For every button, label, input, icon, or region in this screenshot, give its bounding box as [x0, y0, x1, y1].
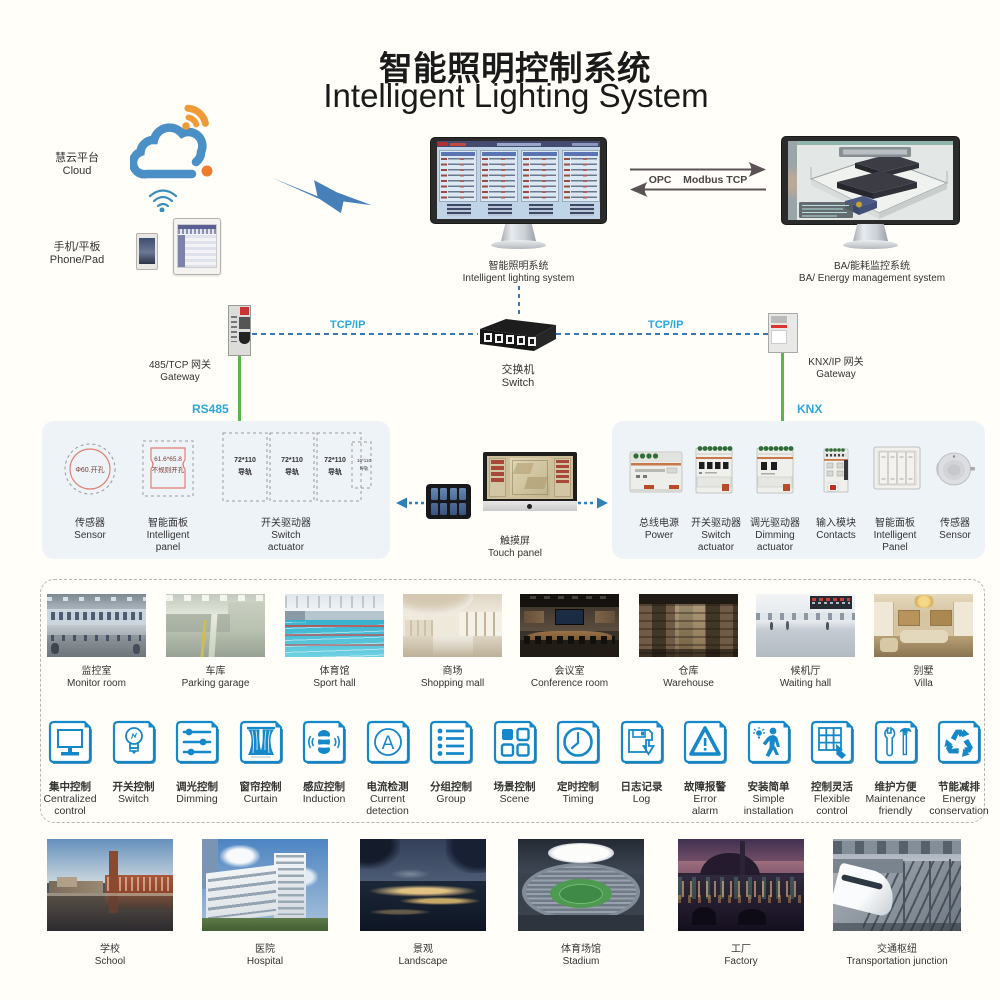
svg-text:72*110: 72*110	[281, 457, 303, 464]
svg-text:61.6*65.8: 61.6*65.8	[154, 456, 182, 463]
svg-text:导轨: 导轨	[328, 467, 342, 476]
svg-text:72*110: 72*110	[324, 457, 346, 464]
svg-text:导轨: 导轨	[238, 467, 252, 476]
svg-text:A: A	[381, 733, 394, 754]
svg-text:导轨: 导轨	[360, 465, 369, 472]
svg-text:导轨: 导轨	[285, 467, 299, 476]
svg-text:不规则开孔: 不规则开孔	[152, 465, 185, 474]
svg-text:Φ60.开孔: Φ60.开孔	[75, 466, 104, 474]
svg-text:72*110: 72*110	[234, 457, 256, 464]
svg-text:16*110: 16*110	[357, 458, 371, 463]
